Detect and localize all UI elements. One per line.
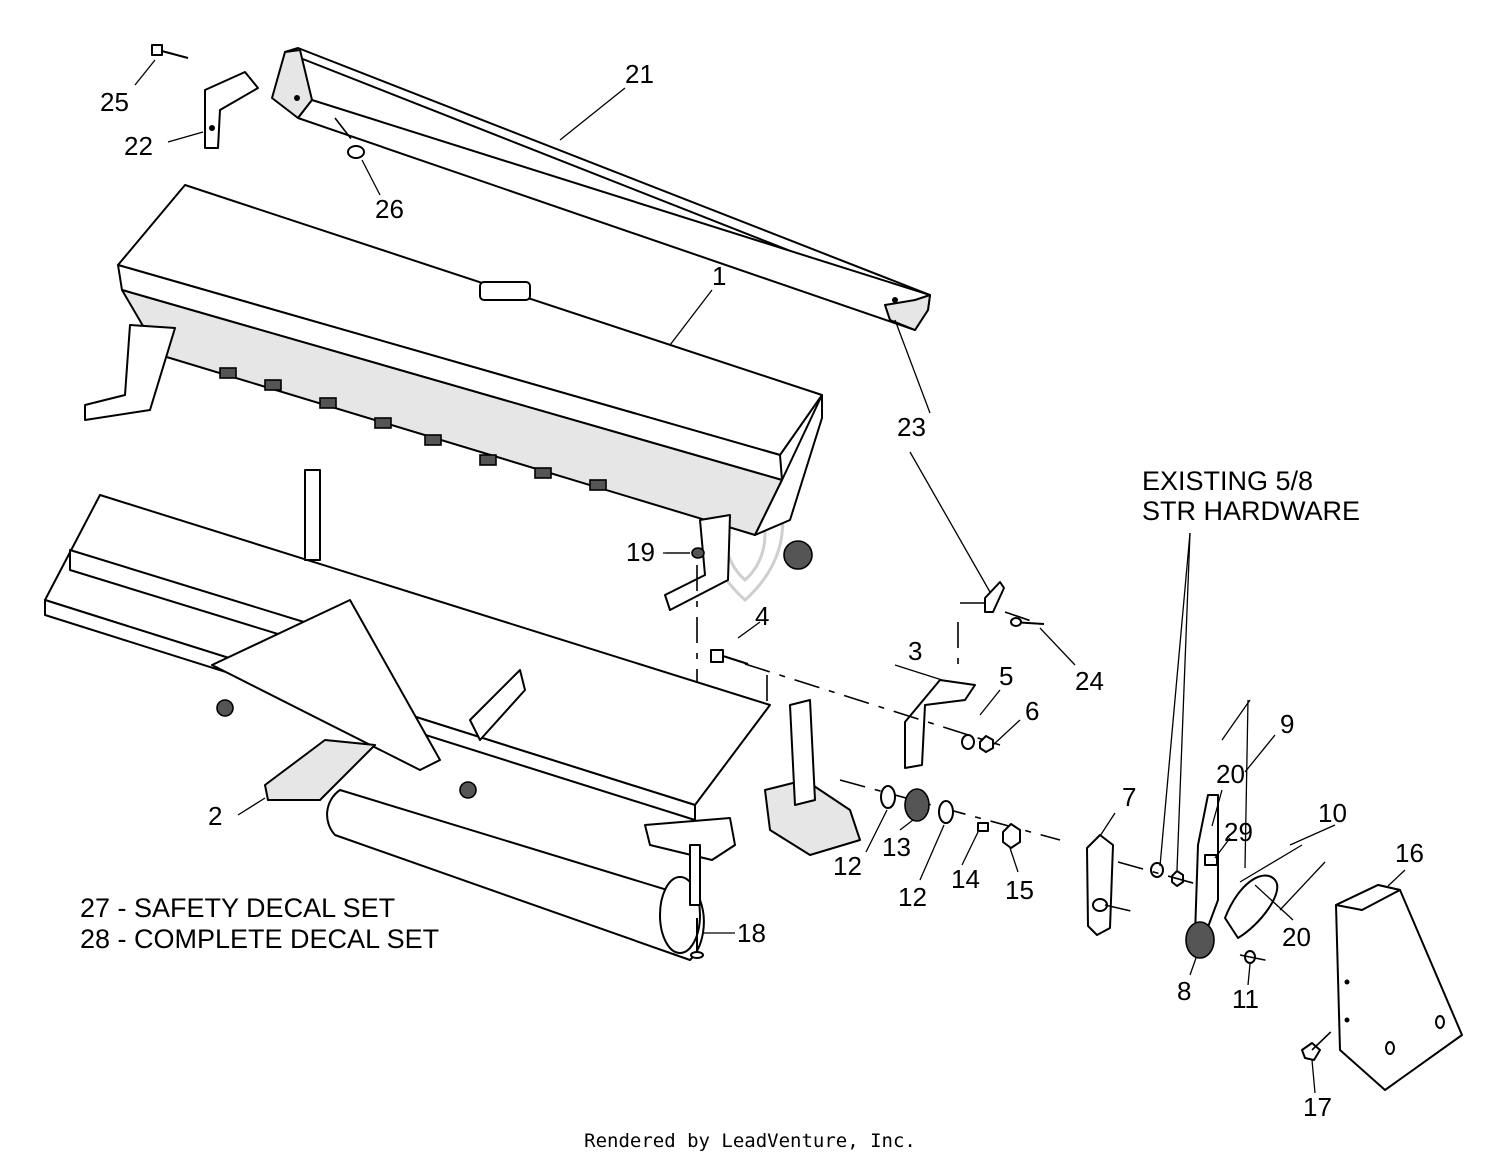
part-24-bolt bbox=[1010, 617, 1045, 627]
callout-22: 22 bbox=[124, 131, 153, 161]
callout-21: 21 bbox=[625, 59, 654, 89]
part-16-chain-shield bbox=[1335, 884, 1463, 1091]
callout-5: 5 bbox=[999, 661, 1013, 691]
part-14-key bbox=[977, 822, 989, 832]
callout-23: 23 bbox=[897, 412, 926, 442]
callout-14: 14 bbox=[951, 864, 980, 894]
decal-notes: 27 - SAFETY DECAL SET 28 - COMPLETE DECA… bbox=[80, 893, 439, 954]
part-12-washer-a bbox=[880, 785, 896, 809]
part-13-sprocket bbox=[904, 788, 930, 822]
existing-hardware bbox=[1117, 861, 1201, 887]
part-3-bracket bbox=[904, 622, 976, 769]
part-12-washer-b bbox=[938, 800, 954, 824]
callout-24: 24 bbox=[1075, 666, 1104, 696]
callout-labels: 1 2 3 4 5 6 7 8 9 10 11 12 12 13 14 15 1… bbox=[100, 59, 1424, 1122]
callout-13: 13 bbox=[882, 832, 911, 862]
callout-10: 10 bbox=[1318, 798, 1347, 828]
callout-16: 16 bbox=[1395, 838, 1424, 868]
part-25-bolt bbox=[151, 44, 189, 59]
part-7-bearing-plate bbox=[1086, 834, 1136, 936]
part-18-bolt bbox=[690, 918, 704, 959]
decal-note-safety: 27 - SAFETY DECAL SET bbox=[80, 893, 395, 923]
callout-15: 15 bbox=[1005, 875, 1034, 905]
rendered-by-footer: Rendered by LeadVenture, Inc. bbox=[584, 1130, 916, 1152]
part-6-nut bbox=[979, 735, 994, 753]
callout-26: 26 bbox=[375, 194, 404, 224]
part-26-nut bbox=[347, 145, 365, 159]
leader-lines bbox=[134, 59, 1406, 1094]
decal-note-complete: 28 - COMPLETE DECAL SET bbox=[80, 924, 439, 954]
callout-2: 2 bbox=[208, 801, 222, 831]
callout-29: 29 bbox=[1224, 817, 1253, 847]
part-21-top-cover bbox=[271, 47, 931, 331]
part-5-washer bbox=[961, 734, 975, 750]
callout-18: 18 bbox=[737, 918, 766, 948]
part-2-frame-roller bbox=[44, 469, 861, 961]
callout-7: 7 bbox=[1122, 782, 1136, 812]
existing-hardware-line-1: EXISTING 5/8 bbox=[1142, 466, 1313, 496]
callout-9: 9 bbox=[1280, 709, 1294, 739]
callout-19: 19 bbox=[626, 537, 655, 567]
callout-8: 8 bbox=[1177, 976, 1191, 1006]
callout-12b: 12 bbox=[898, 882, 927, 912]
part-15-nut bbox=[1002, 823, 1021, 849]
callout-6: 6 bbox=[1025, 696, 1039, 726]
callout-4: 4 bbox=[755, 601, 769, 631]
callout-1: 1 bbox=[712, 261, 726, 291]
existing-hardware-line-2: STR HARDWARE bbox=[1142, 496, 1360, 526]
part-19-nut bbox=[691, 547, 705, 559]
callout-12a: 12 bbox=[833, 851, 862, 881]
callout-11: 11 bbox=[1232, 984, 1259, 1014]
part-1-hopper bbox=[84, 184, 823, 611]
part-4-bolt bbox=[710, 649, 749, 665]
existing-hardware-note: EXISTING 5/8 STR HARDWARE bbox=[1142, 466, 1360, 526]
part-29-connector bbox=[1204, 854, 1218, 866]
callout-17: 17 bbox=[1303, 1092, 1332, 1122]
part-22-bracket bbox=[204, 71, 259, 149]
part-23-pin bbox=[984, 581, 1005, 613]
callout-20b: 20 bbox=[1282, 922, 1311, 952]
callout-25: 25 bbox=[100, 87, 129, 117]
callout-20a: 20 bbox=[1216, 759, 1245, 789]
callout-3: 3 bbox=[908, 636, 922, 666]
part-8-sprocket bbox=[1185, 921, 1215, 959]
